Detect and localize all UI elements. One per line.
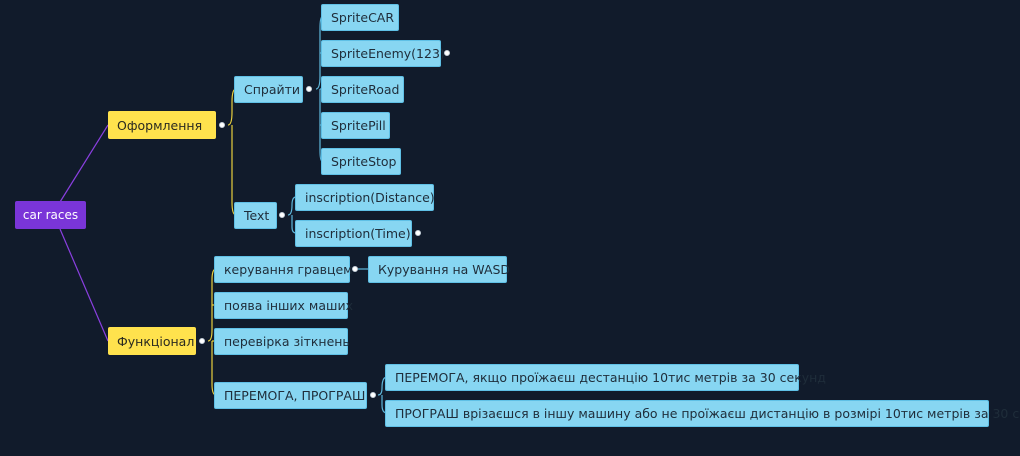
node-inscription-time[interactable]: inscription(Time) [295,220,412,247]
root-node[interactable]: car races [15,201,86,229]
link-text-bracket [287,196,297,234]
node-oformlennia[interactable]: Оформлення [108,111,216,139]
node-inscription-distance[interactable]: inscription(Distance) [295,184,435,211]
node-text[interactable]: Text [234,202,277,229]
collapse-dot[interactable] [279,212,285,218]
node-peremoga[interactable]: ПЕРЕМОГА, якщо проїжаєш дестанцію 10тис … [385,364,826,391]
link-root-oformlennia [59,124,109,203]
collapse-dot[interactable] [352,266,358,272]
collapse-dot[interactable] [444,50,450,56]
node-sprite-enemy[interactable]: SpriteEnemy(123) [321,40,445,67]
node-kuruvannia-wasd[interactable]: Курування на WASD [368,256,510,283]
node-funktsional[interactable]: Функціонал [108,327,196,355]
collapse-dot[interactable] [219,122,225,128]
node-peremoga-prograsch[interactable]: ПЕРЕМОГА, ПРОГРАШ [214,382,367,409]
link-root-funktsional [59,228,109,342]
collapse-dot[interactable] [306,86,312,92]
link-peremoga-bracket [377,376,388,414]
collapse-dot[interactable] [370,392,376,398]
node-sprites[interactable]: Спрайти [234,76,303,103]
node-sprite-pill[interactable]: SpritePill [321,112,390,139]
collapse-dot[interactable] [199,338,205,344]
node-sprite-road[interactable]: SpriteRoad [321,76,404,103]
node-prograsch[interactable]: ПРОГРАШ врізаєшся в іншу машину або не п… [385,400,1020,427]
node-keruvannia[interactable]: керування гравцем [214,256,353,283]
node-poiava[interactable]: поява інших маших [214,292,353,319]
collapse-dot[interactable] [415,230,421,236]
node-sprite-car[interactable]: SpriteCAR [321,4,399,31]
link-oformlennia-bracket [227,88,237,216]
node-sprite-stop[interactable]: SpriteStop [321,148,401,175]
node-perevirka[interactable]: перевірка зіткнень [214,328,350,355]
